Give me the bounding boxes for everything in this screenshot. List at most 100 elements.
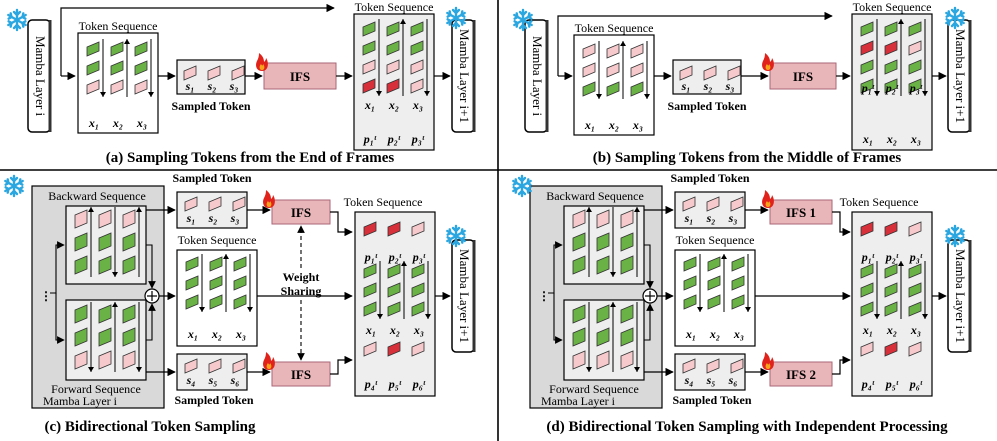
token-green: [386, 21, 400, 37]
scan-arrow: [400, 19, 406, 24]
forward-sequence-label: Forward Sequence: [549, 382, 639, 396]
token-green: [411, 301, 425, 317]
token-green: [411, 263, 425, 279]
var-x2-out: x₂: [886, 132, 897, 146]
token-pink: [908, 221, 922, 237]
token-green: [596, 304, 610, 324]
token-pink: [184, 358, 198, 374]
token-pink: [596, 350, 610, 370]
flame-icon: [263, 190, 275, 208]
backward-sequence-label: Backward Sequence: [48, 189, 146, 203]
token-pink: [727, 65, 741, 81]
token-green: [572, 232, 586, 252]
token-green: [884, 282, 898, 298]
var-s1: s₁: [185, 79, 195, 93]
token-green: [74, 327, 88, 347]
svg-text:⋮: ⋮: [538, 289, 550, 303]
var-x1-out: x₁: [862, 132, 873, 146]
var-p3: p₃ᵗ: [909, 250, 923, 264]
token-green: [582, 81, 596, 97]
token-sequence-label: Token Sequence: [178, 233, 257, 247]
var-s5: s₅: [208, 373, 218, 387]
token-pink: [231, 65, 245, 81]
token-green: [410, 40, 424, 56]
caption-b: (b) Sampling Tokens from the Middle of F…: [593, 150, 902, 166]
var-p1: p₁ᵗ: [861, 250, 875, 264]
token-green: [620, 327, 634, 347]
scan-arrow: [586, 207, 592, 212]
snowflake-icon: [945, 6, 965, 30]
var-p2: p₂ᵗ: [885, 250, 899, 264]
snowflake-icon: [446, 6, 466, 30]
snowflake-icon: [4, 174, 24, 198]
token-green: [908, 21, 922, 37]
var-x3: x₃: [235, 327, 246, 341]
panel-b: Mamba Layer i Token Sequence x₁ x₂ x₃ s₁…: [513, 0, 972, 151]
token-pink: [679, 65, 693, 81]
var-s6: s₆: [728, 373, 738, 387]
token-green: [731, 275, 745, 291]
token-green: [74, 232, 88, 252]
token-green: [683, 256, 697, 272]
token-pink: [98, 209, 112, 229]
token-green: [363, 282, 377, 298]
token-pink: [620, 209, 634, 229]
var-x3: x₃: [136, 116, 147, 130]
mamba-layer-i1-label: Mamba Layer i+1: [457, 249, 472, 343]
token-pink: [122, 209, 136, 229]
var-s4: s₄: [684, 373, 694, 387]
token-green: [572, 327, 586, 347]
token-green: [363, 263, 377, 279]
token-green: [908, 282, 922, 298]
mamba-layer-i1-label: Mamba Layer i+1: [953, 29, 968, 123]
token-green: [185, 256, 199, 272]
var-p2: p₂ᵗ: [885, 81, 899, 95]
var-x2: x₂: [709, 327, 720, 341]
panel-d: Backward Sequence Forward Sequence Mamba…: [512, 171, 972, 409]
token-green: [572, 255, 586, 275]
flame-icon: [762, 53, 774, 71]
var-s5: s₅: [706, 373, 716, 387]
scan-arrow: [136, 207, 142, 212]
scan-arrow: [745, 307, 751, 312]
token-pink: [582, 62, 596, 78]
flame-icon: [256, 53, 268, 71]
var-x2-out: x₂: [388, 98, 399, 112]
var-x3-out: x₃: [413, 323, 424, 337]
ifs-label: IFS: [291, 205, 311, 220]
token-pink: [183, 65, 197, 81]
token-green: [860, 78, 874, 94]
var-p4: p₄ᵗ: [364, 377, 378, 391]
token-pink: [606, 62, 620, 78]
token-pink: [411, 341, 425, 357]
token-pink: [232, 196, 246, 212]
snowflake-icon: [945, 224, 965, 248]
scan-arrow: [377, 314, 383, 319]
var-x1: x₁: [584, 118, 595, 132]
token-green: [86, 41, 100, 57]
scan-arrow: [88, 207, 94, 212]
scan-arrow: [88, 367, 94, 372]
token-pink: [572, 350, 586, 370]
var-s2: s₂: [208, 211, 218, 225]
scan-arrow: [424, 91, 430, 96]
token-green: [410, 21, 424, 37]
token-green: [908, 59, 922, 75]
token-sequence-out-label: Token Sequence: [840, 195, 919, 209]
token-green: [122, 304, 136, 324]
mamba-layer-i1-label: Mamba Layer i+1: [953, 249, 968, 343]
token-green: [122, 255, 136, 275]
scan-arrow: [874, 91, 880, 96]
var-x3-out: x₃: [910, 323, 921, 337]
sharing-label: Sharing: [281, 284, 322, 298]
token-pink: [98, 350, 112, 370]
caption-a: (a) Sampling Tokens from the End of Fram…: [106, 150, 395, 166]
token-green: [209, 275, 223, 291]
scan-arrow: [376, 91, 382, 96]
token-pink: [208, 196, 222, 212]
var-x1: x₁: [187, 327, 198, 341]
token-green: [74, 255, 88, 275]
var-s3: s₃: [728, 211, 738, 225]
token-green: [908, 78, 922, 94]
